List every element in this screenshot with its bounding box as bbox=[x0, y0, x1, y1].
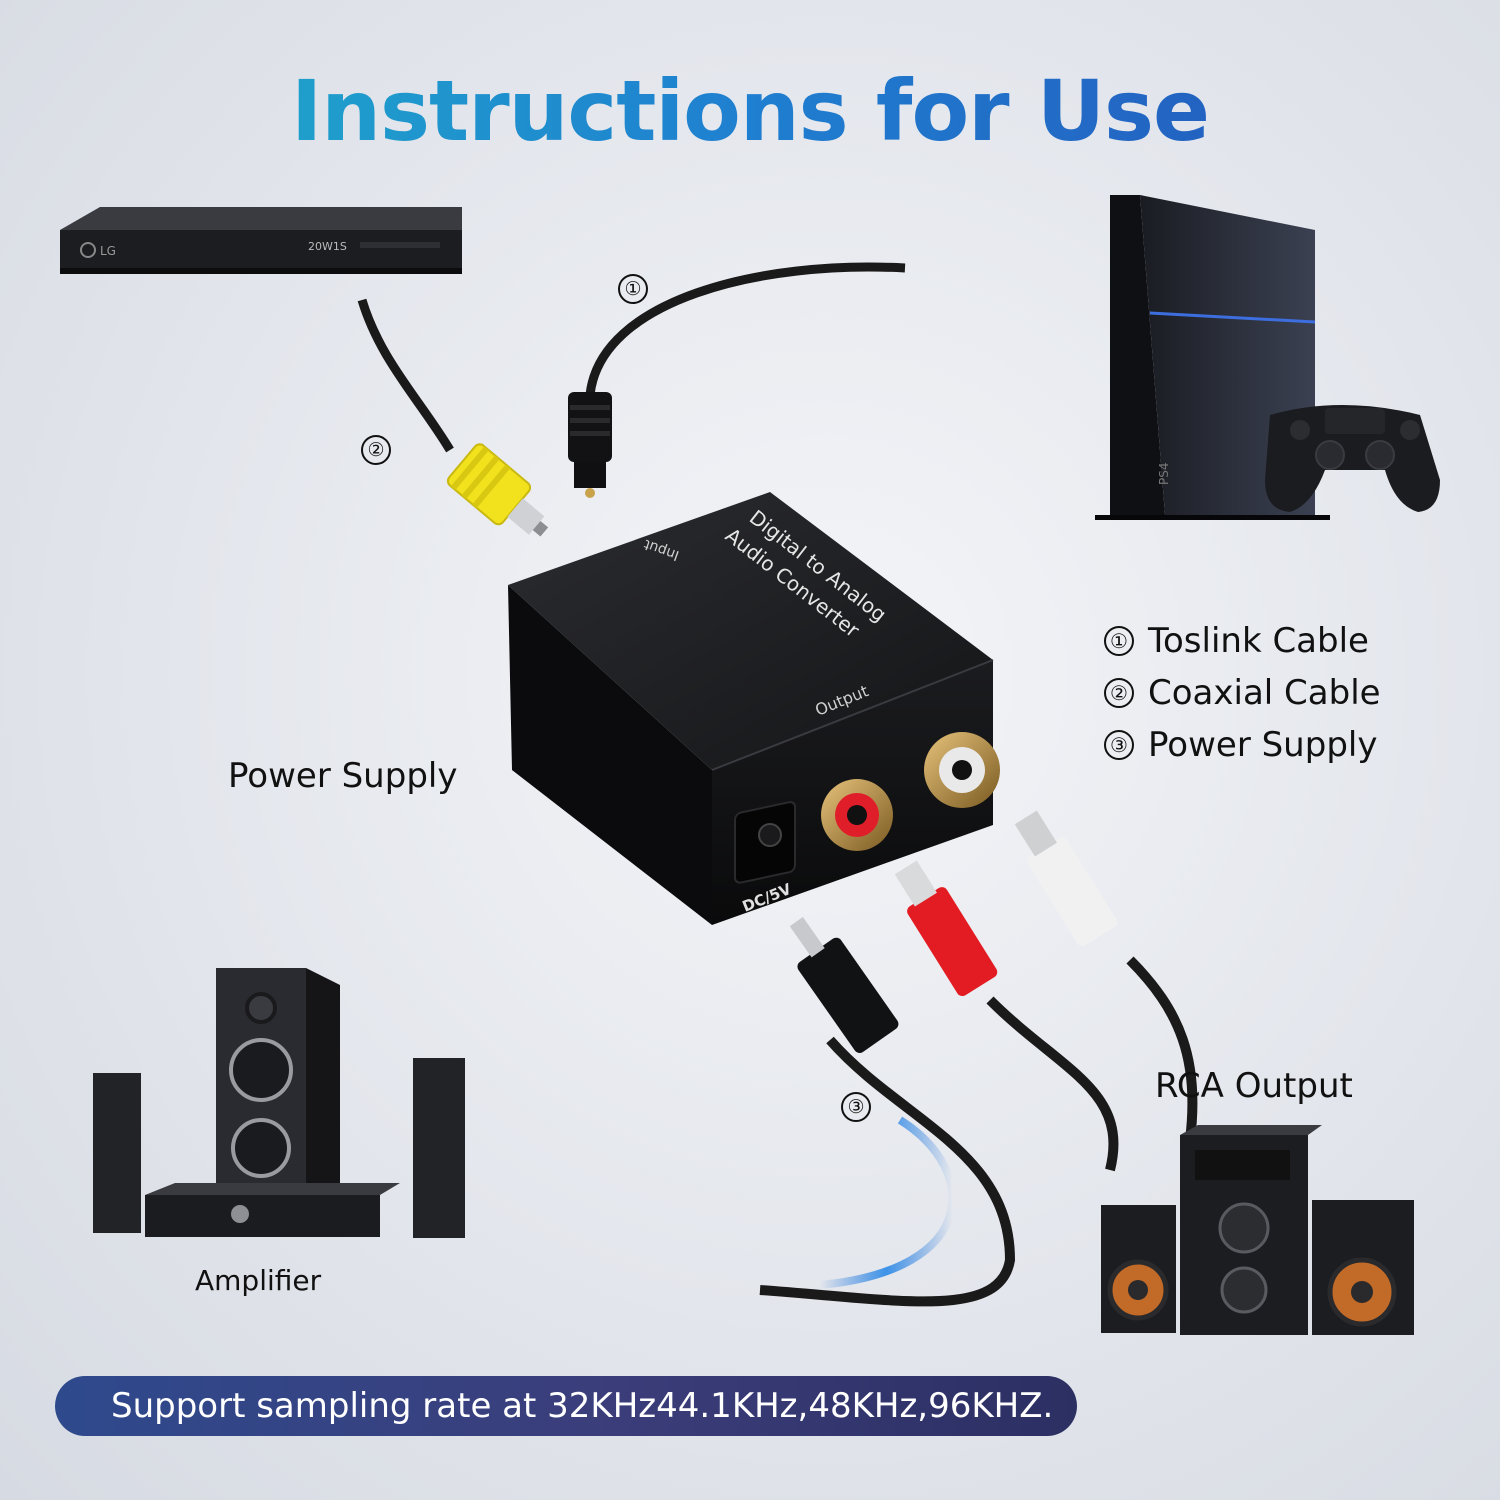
toslink-cable bbox=[585, 262, 906, 396]
bluray-display: 20W1S bbox=[308, 240, 347, 253]
legend-number: ② bbox=[1104, 678, 1134, 708]
toslink-plug bbox=[568, 392, 612, 498]
sampling-rate-banner: Support sampling rate at 32KHz44.1KHz,48… bbox=[55, 1376, 1077, 1436]
rca-output-label: RCA Output bbox=[1155, 1066, 1353, 1106]
rca-cable-red bbox=[986, 996, 1119, 1172]
amplifier-label: Amplifier bbox=[195, 1264, 322, 1297]
rca-cable-white bbox=[1126, 956, 1198, 1141]
toslink-marker: ① bbox=[618, 274, 648, 304]
power-cable bbox=[759, 1036, 1016, 1307]
legend-label: Coaxial Cable bbox=[1148, 673, 1381, 713]
legend-number: ① bbox=[1104, 626, 1134, 656]
legend-number: ③ bbox=[1104, 730, 1134, 760]
rca-socket-red bbox=[821, 779, 893, 851]
rca-socket-white bbox=[924, 732, 1000, 808]
coaxial-cable bbox=[357, 298, 454, 453]
ps4-badge: PS4 bbox=[1157, 463, 1171, 486]
legend-item-toslink: ① Toslink Cable bbox=[1104, 615, 1381, 667]
converter-box: Digital to Analog Audio Converter Input … bbox=[508, 492, 1000, 925]
amplifier-speakers bbox=[93, 968, 465, 1238]
rca-plug-white bbox=[1014, 810, 1118, 947]
speaker-system bbox=[1101, 1125, 1414, 1335]
bluray-player: LG 20W1S bbox=[60, 207, 462, 274]
cable-legend: ① Toslink Cable ② Coaxial Cable ③ Power … bbox=[1104, 615, 1381, 771]
game-controller bbox=[1265, 405, 1440, 512]
power-supply-label: Power Supply bbox=[228, 756, 458, 796]
power-plug bbox=[789, 917, 899, 1053]
coaxial-plug bbox=[446, 443, 549, 537]
rca-plug-red bbox=[894, 860, 998, 997]
bluray-brand: LG bbox=[100, 244, 116, 258]
legend-label: Power Supply bbox=[1148, 725, 1378, 765]
coaxial-marker: ② bbox=[361, 435, 391, 465]
power-marker: ③ bbox=[841, 1092, 871, 1122]
legend-item-coaxial: ② Coaxial Cable bbox=[1104, 667, 1381, 719]
legend-label: Toslink Cable bbox=[1148, 621, 1369, 661]
legend-item-power: ③ Power Supply bbox=[1104, 719, 1381, 771]
lg-logo-icon bbox=[80, 242, 96, 258]
page-title: Instructions for Use bbox=[0, 62, 1500, 160]
